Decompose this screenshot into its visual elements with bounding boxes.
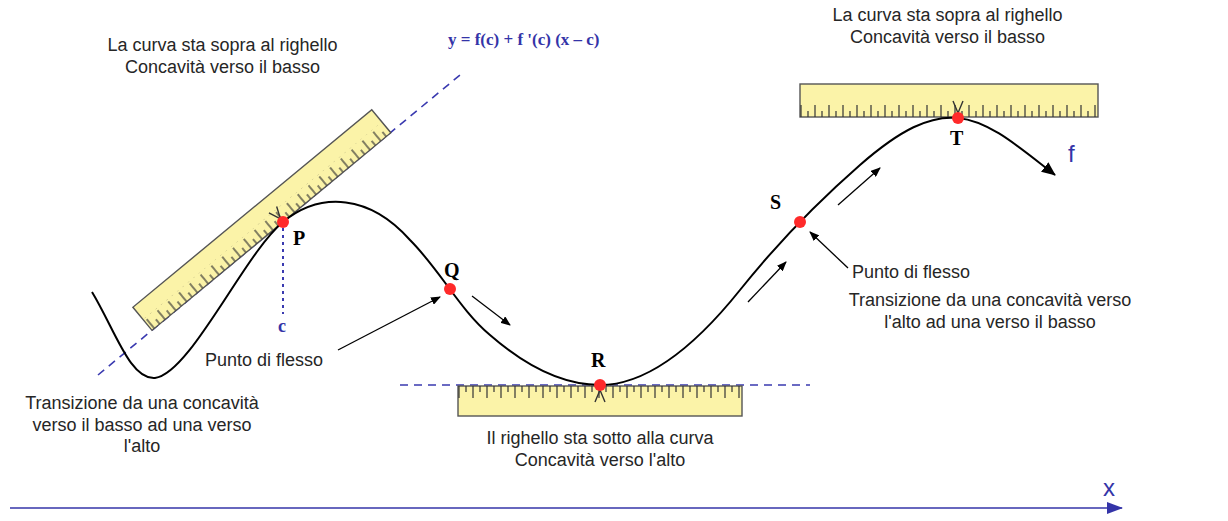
direction-arrow <box>472 296 510 325</box>
projection-line <box>282 228 284 314</box>
tangent-formula: y = f(c) + f '(c) (x – c) <box>448 30 600 50</box>
note-text: La curva sta sopra al righello Concavità… <box>815 5 1080 48</box>
point-label: R <box>591 348 605 372</box>
point-label: Q <box>444 258 460 282</box>
curve-point <box>594 379 606 391</box>
leader-arrow <box>810 232 848 268</box>
ruler <box>800 84 1098 117</box>
x-axis <box>10 507 1122 509</box>
curve-point <box>794 216 806 228</box>
tangent-line <box>98 75 460 375</box>
note-text: Il righello sta sotto alla curva Concavi… <box>465 428 735 471</box>
point-label: P <box>293 226 305 250</box>
direction-arrow <box>838 168 880 205</box>
point-label: S <box>770 190 781 214</box>
direction-arrow <box>748 262 786 302</box>
curve-point <box>444 283 456 295</box>
note-text: La curva sta sopra al righello Concavità… <box>90 35 355 78</box>
axis-label: x <box>1103 474 1115 503</box>
curve-point <box>277 216 289 228</box>
point-label: T <box>950 126 963 150</box>
note-text: Punto di flesso <box>852 262 970 284</box>
note-text: Punto di flesso <box>205 350 323 372</box>
leader-arrow <box>338 297 440 350</box>
curve-point <box>952 112 964 124</box>
ruler <box>133 110 391 331</box>
function-curve <box>92 118 1055 385</box>
note-text: Transizione da una concavità verso il ba… <box>17 393 267 458</box>
abscissa-label: c <box>278 316 286 338</box>
note-text: Transizione da una concavità verso l'alt… <box>840 290 1140 333</box>
function-label: f <box>1068 140 1075 169</box>
